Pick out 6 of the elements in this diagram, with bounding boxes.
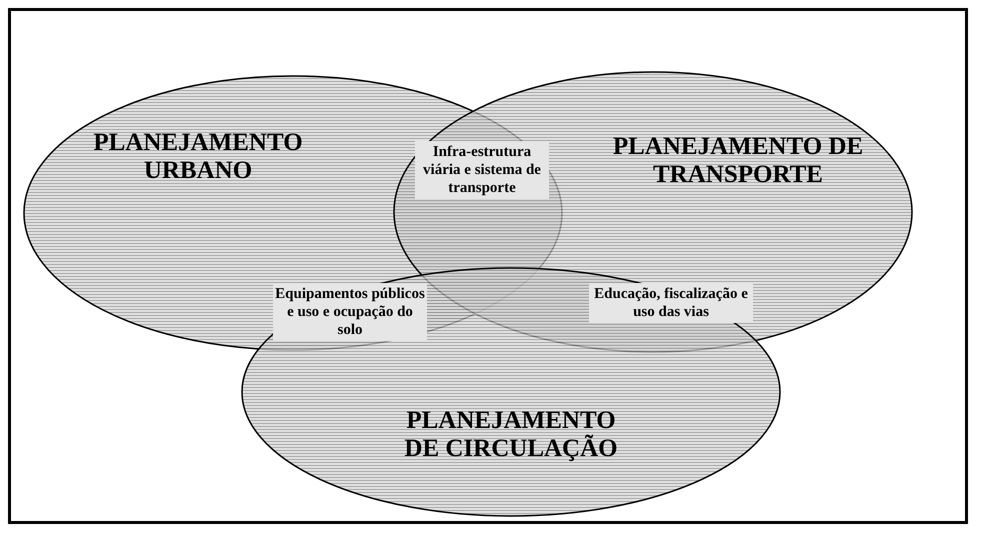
set-title: PLANEJAMENTO DE CIRCULAÇÃO: [403, 407, 619, 463]
set-title: PLANEJAMENTO DE TRANSPORTE: [612, 133, 864, 189]
set-title: PLANEJAMENTO URBANO: [92, 129, 304, 185]
overlap-label: Equipamentos públicos e uso e ocupação do solo: [273, 283, 427, 341]
overlap-label: Educação, fiscalização e uso das vias: [589, 283, 753, 323]
overlap-label: Infra-estrutura viária e sistema de transporte: [415, 141, 549, 199]
